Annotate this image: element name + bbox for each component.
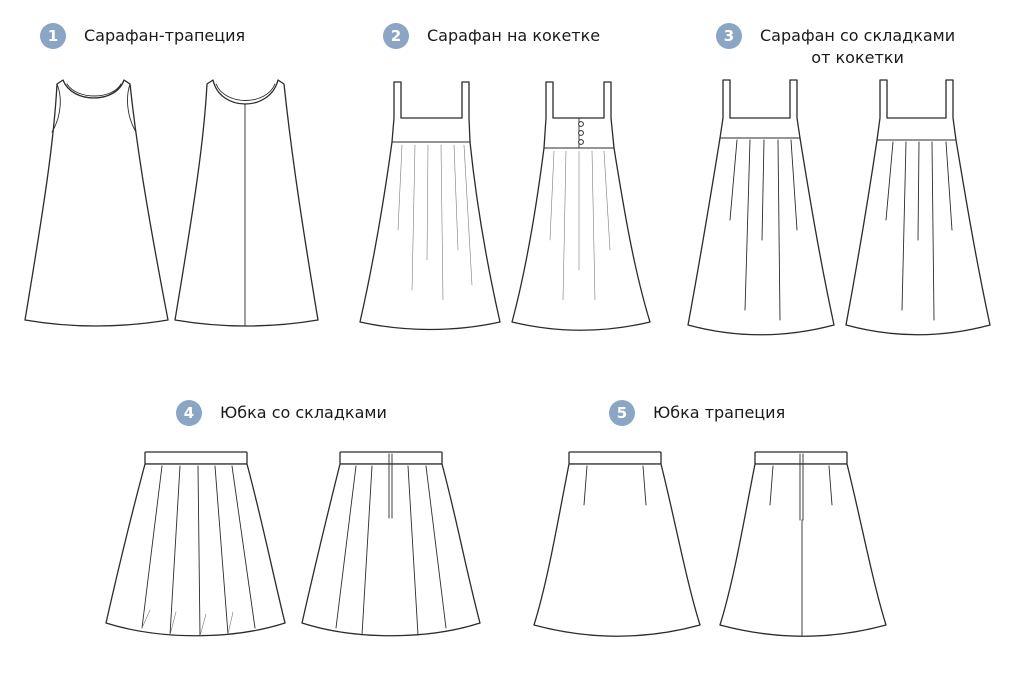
item-3-title: Сарафан со складками от кокетки [760, 23, 955, 69]
skirt-aline-front-sketch [533, 451, 701, 637]
sundress-pleated-front-sketch [687, 79, 835, 336]
item-1-number-badge: 1 [40, 23, 66, 49]
item-3-number-badge: 3 [716, 23, 742, 49]
skirt-pleated-front-sketch [105, 451, 286, 637]
item-1-title-line: Сарафан-трапеция [84, 26, 246, 45]
item-5-label: 5 Юбка трапеция [609, 400, 785, 426]
item-1-label: 1 Сарафан-трапеция [40, 23, 245, 49]
sundress-trapeze-front-sketch [24, 79, 169, 327]
sundress-pleated-back-sketch [845, 79, 991, 336]
back-button-top [578, 121, 584, 127]
item-4-title-line: Юбка со складками [220, 403, 387, 422]
item-2-title-line: Сарафан на кокетке [427, 26, 601, 45]
sundress-yoke-back-sketch [511, 81, 651, 331]
item-2-number-badge: 2 [383, 23, 409, 49]
back-button-middle [578, 130, 584, 136]
item-3-title-line-1: Сарафан со складками [760, 26, 956, 45]
skirt-pleated-back-sketch [301, 451, 481, 637]
item-4-title: Юбка со складками [220, 400, 387, 424]
item-3-label: 3 Сарафан со складками от кокетки [716, 23, 955, 69]
item-2-title: Сарафан на кокетке [427, 23, 600, 47]
sundress-trapeze-back-sketch [174, 79, 319, 327]
item-2-label: 2 Сарафан на кокетке [383, 23, 600, 49]
item-5-number-badge: 5 [609, 400, 635, 426]
item-5-title-line: Юбка трапеция [653, 403, 786, 422]
item-5-title: Юбка трапеция [653, 400, 785, 424]
item-1-title: Сарафан-трапеция [84, 23, 245, 47]
item-3-title-line-2: от кокетки [811, 48, 904, 67]
item-4-label: 4 Юбка со складками [176, 400, 387, 426]
back-button-bottom [578, 139, 584, 145]
skirt-aline-back-sketch [719, 451, 887, 637]
sundress-yoke-front-sketch [359, 81, 501, 331]
item-4-number-badge: 4 [176, 400, 202, 426]
